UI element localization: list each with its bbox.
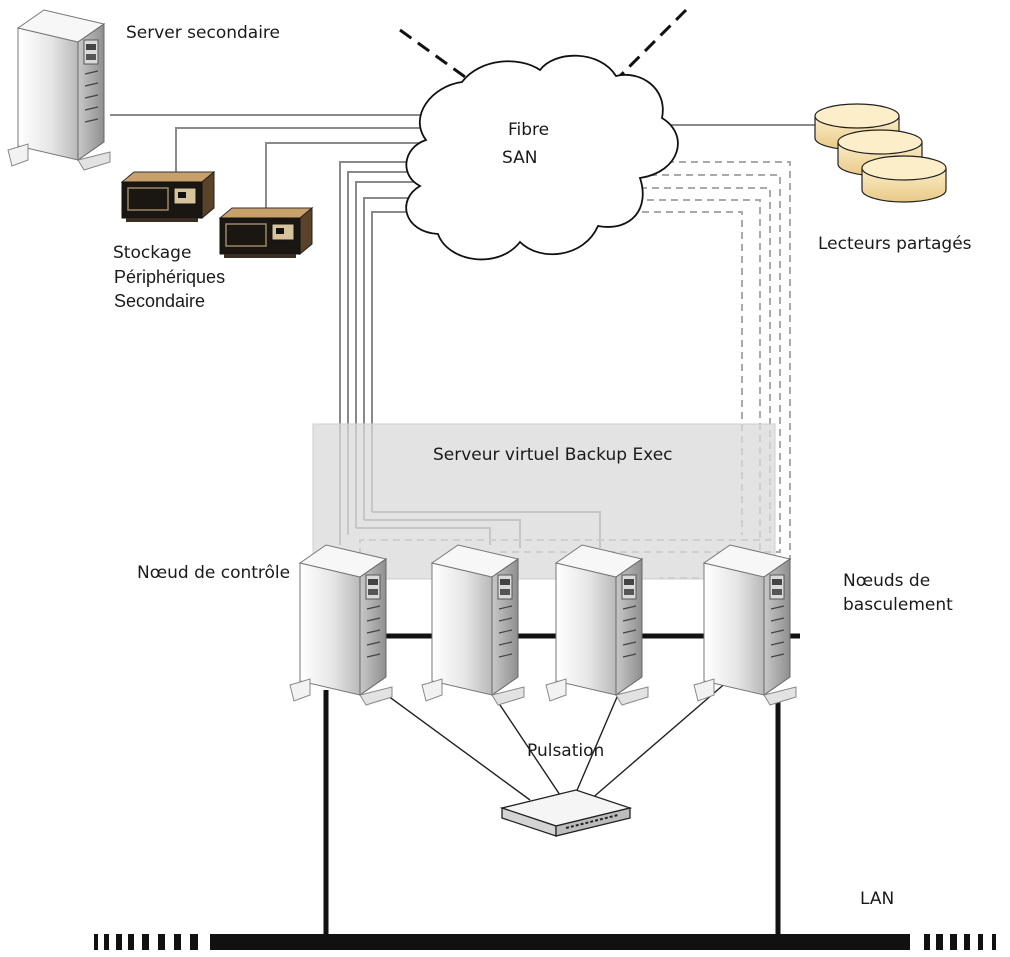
failover-nodes-label-2: basculement	[843, 595, 953, 615]
control-node-server-icon	[289, 544, 393, 706]
peripherals-label: Périphériques	[114, 267, 226, 287]
san-label: SAN	[502, 148, 538, 168]
lan-bus	[94, 934, 996, 950]
tape-device-icon	[219, 207, 313, 259]
wan-links	[399, 8, 688, 84]
disk-stack-icon	[814, 103, 947, 203]
cloud-icon	[405, 54, 679, 261]
secondary-server-icon	[7, 9, 111, 171]
secondary-server-label: Server secondaire	[126, 23, 280, 43]
tape-device-icon	[121, 171, 215, 223]
node-server-icon	[421, 544, 525, 706]
secondary-label: Secondaire	[114, 291, 206, 311]
control-node-label: Nœud de contrôle	[137, 563, 291, 583]
failover-nodes-label-1: Nœuds de	[843, 571, 931, 591]
storage-label: Stockage	[113, 243, 192, 263]
virtual-server-label: Serveur virtuel Backup Exec	[433, 445, 673, 465]
virtual-server-box	[312, 423, 776, 580]
node-server-icon	[545, 544, 649, 706]
fibre-label: Fibre	[508, 120, 550, 140]
hub-icon	[499, 789, 633, 837]
lan-label: LAN	[860, 889, 895, 909]
lan-drops	[323, 690, 781, 942]
heartbeat-label: Pulsation	[527, 741, 605, 761]
shared-drives-label: Lecteurs partagés	[818, 234, 972, 254]
failover-node-server-icon	[693, 544, 797, 706]
